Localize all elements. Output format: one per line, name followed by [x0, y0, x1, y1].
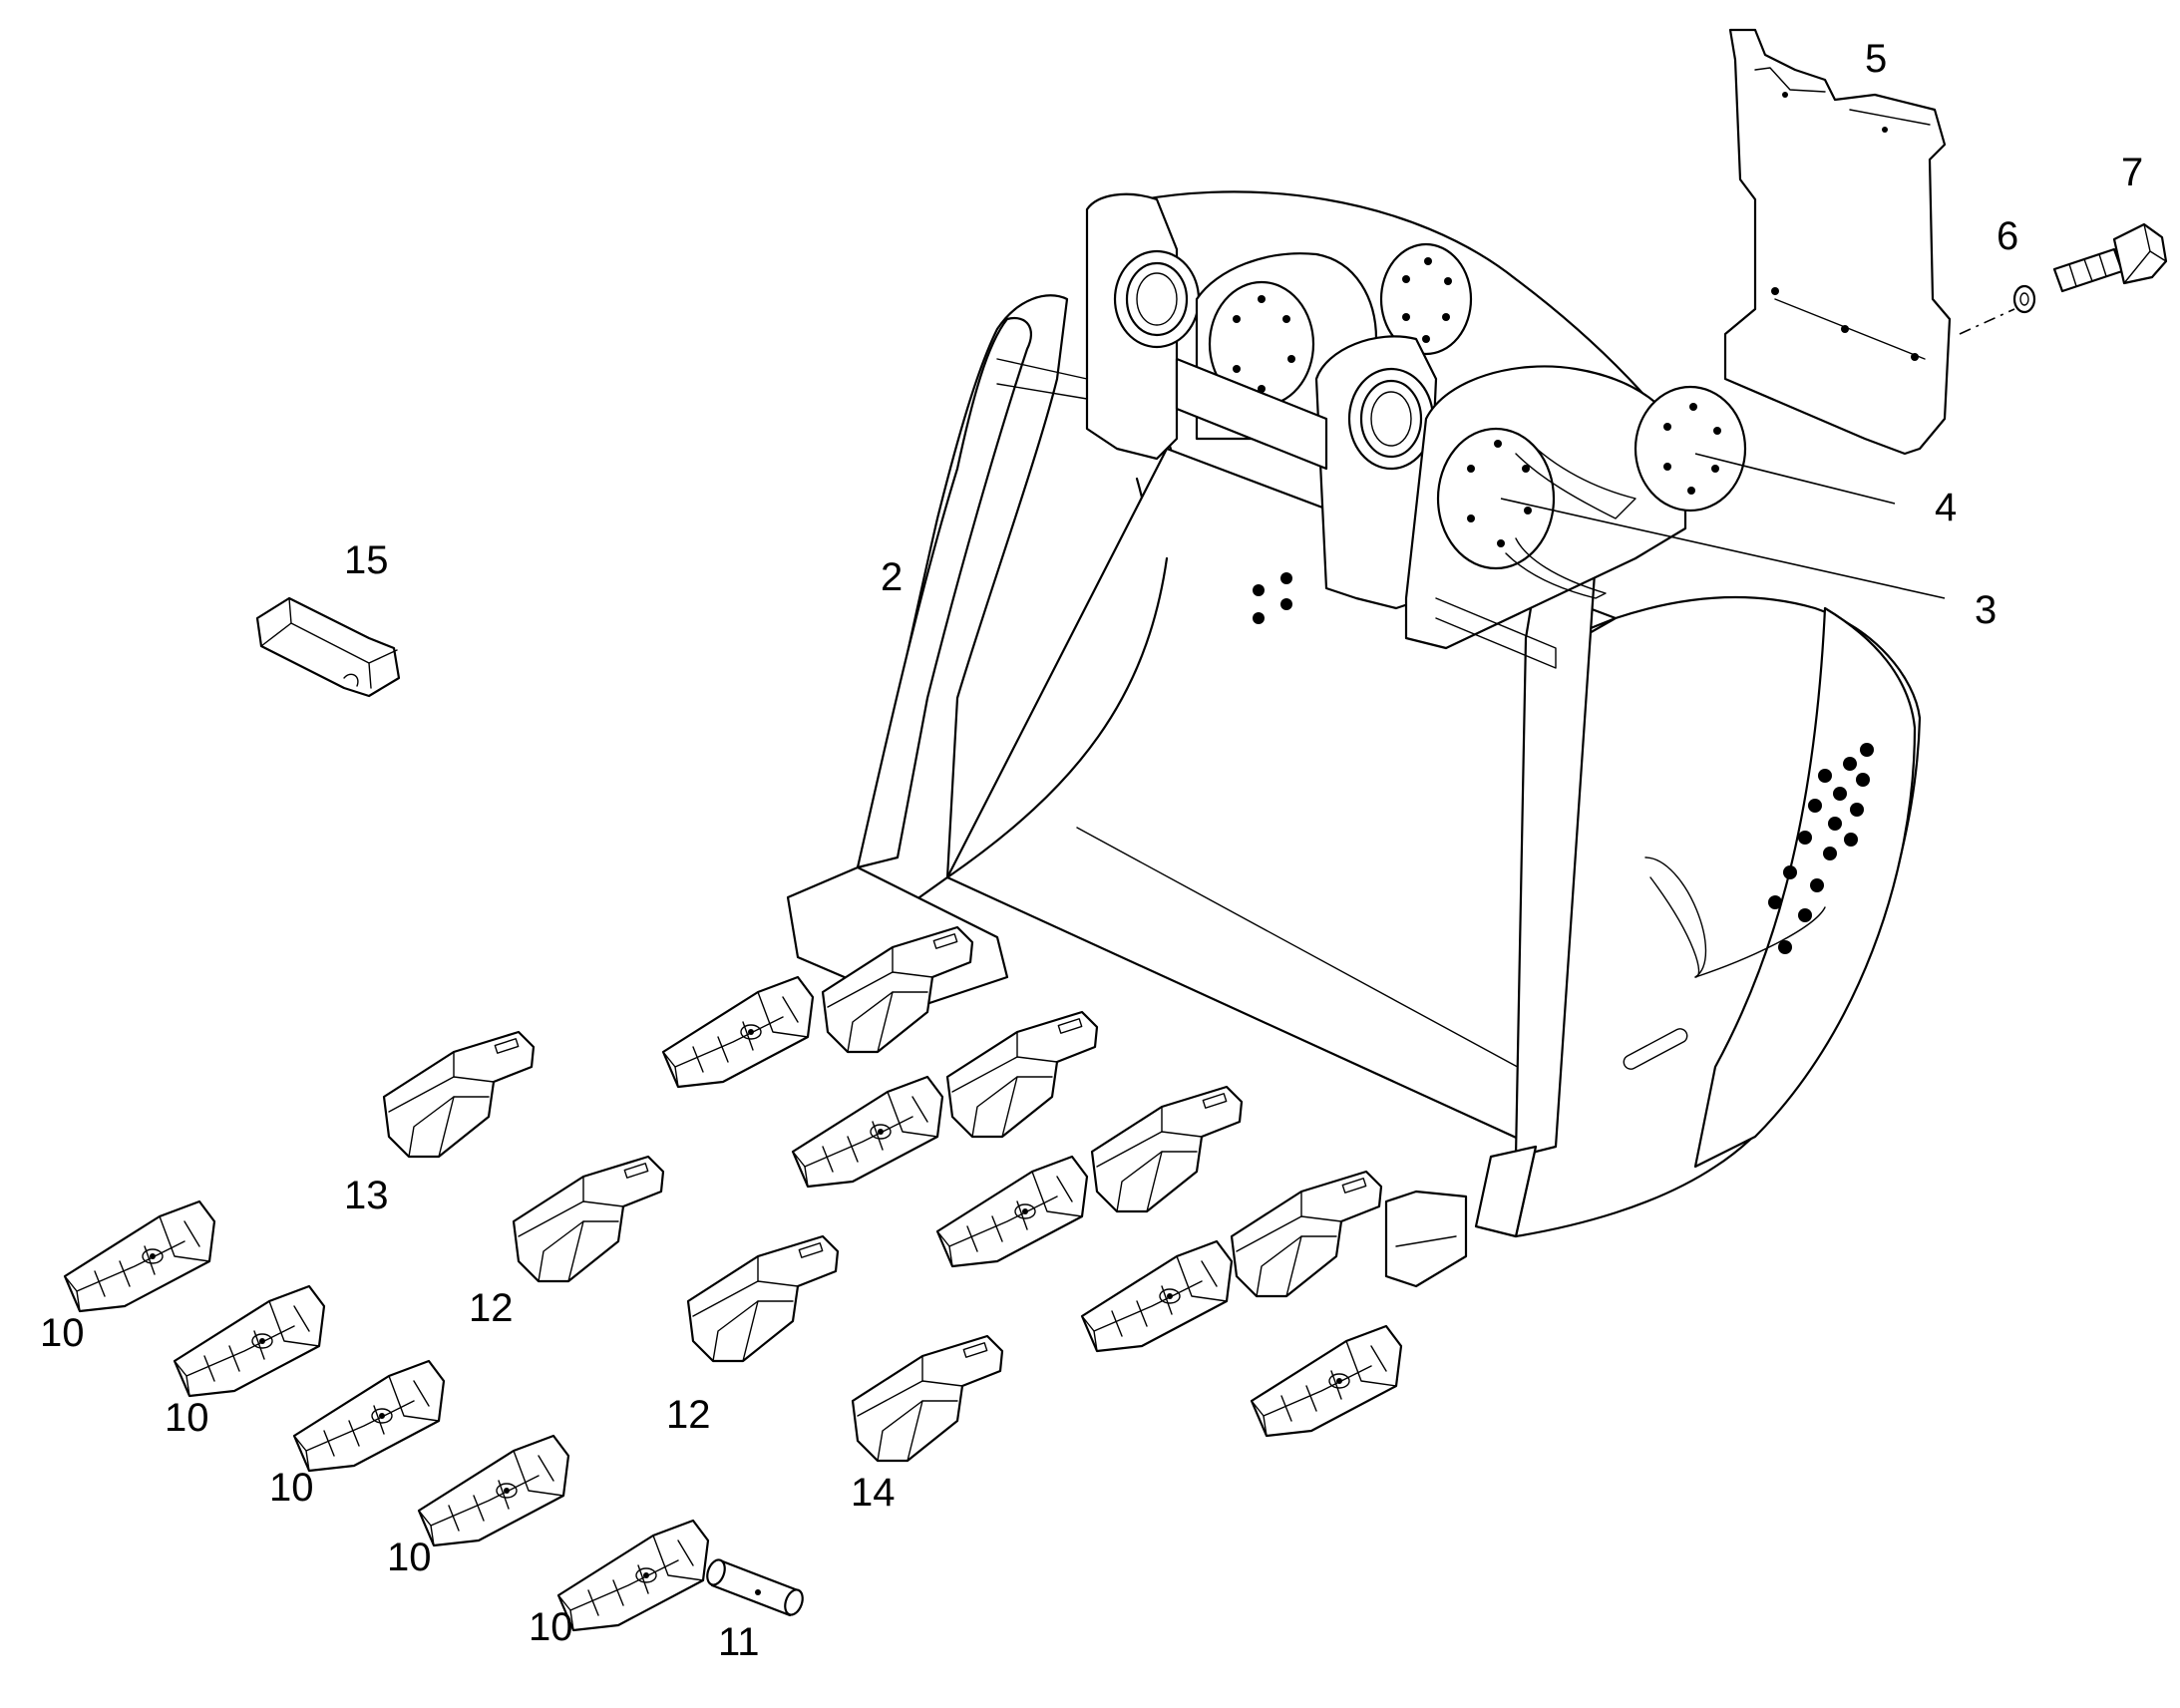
callout-2: 2 [881, 555, 903, 599]
callout-12a: 12 [469, 1286, 514, 1330]
callout-4: 4 [1935, 486, 1957, 529]
washer-part-6 [2012, 284, 2036, 314]
loose-parts [63, 1030, 1004, 1632]
callout-14: 14 [851, 1471, 896, 1515]
tooth-part-10c [292, 1359, 446, 1473]
callout-6: 6 [1997, 214, 2018, 258]
bolt-part-7 [2052, 222, 2168, 293]
callout-10e: 10 [529, 1605, 573, 1649]
callout-5: 5 [1865, 37, 1887, 81]
shroud-part-13 [382, 1030, 536, 1159]
callout-13: 13 [344, 1174, 389, 1217]
callout-10c: 10 [269, 1466, 314, 1510]
lock-block-part-15 [255, 596, 401, 698]
tooth-part-10b [173, 1284, 326, 1398]
bucket-lugs [996, 192, 1747, 669]
shroud-part-12b [686, 1234, 840, 1363]
leader-lines [1500, 453, 1946, 599]
side-holes [1253, 572, 1874, 954]
pin-part-11 [706, 1558, 804, 1617]
callout-11: 11 [718, 1620, 760, 1664]
callout-10b: 10 [165, 1396, 209, 1440]
callout-3: 3 [1975, 588, 1997, 632]
wear-plate-part-5 [1723, 28, 2015, 456]
callout-10d: 10 [387, 1536, 432, 1579]
callout-10a: 10 [40, 1311, 85, 1355]
callout-12b: 12 [666, 1393, 711, 1437]
callout-7: 7 [2121, 151, 2143, 194]
shroud-part-12a [512, 1155, 665, 1283]
callout-labels: 2 3 4 5 6 7 10 10 10 10 10 11 12 12 13 1… [40, 37, 2143, 1664]
tooth-part-10e [556, 1519, 710, 1632]
shroud-part-14 [851, 1334, 1004, 1463]
tooth-part-10a [63, 1199, 216, 1313]
tooth-part-10d [417, 1434, 570, 1547]
cutting-edge-teeth [661, 865, 1468, 1438]
callout-15: 15 [344, 538, 389, 582]
